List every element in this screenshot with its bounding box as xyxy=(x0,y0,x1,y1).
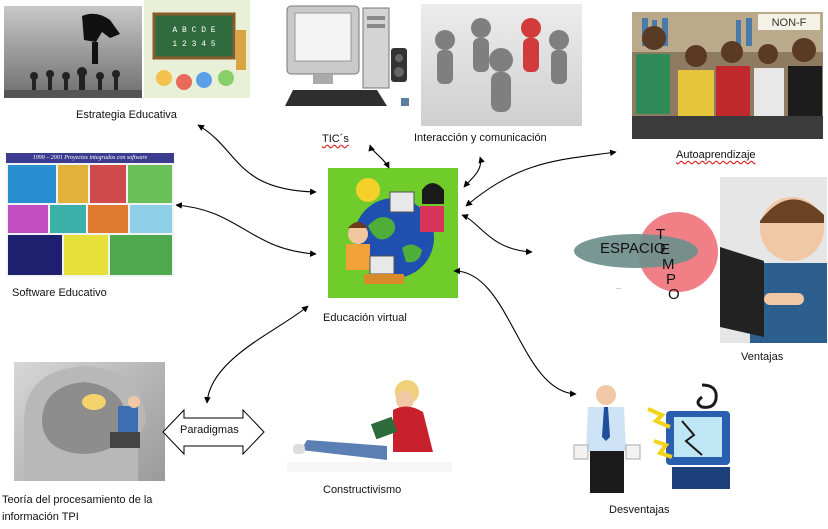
label-tics: TIC´s xyxy=(322,133,349,145)
label-estrategia-educativa: Estrategia Educativa xyxy=(76,109,177,121)
arrow-estrategia xyxy=(197,124,317,196)
label-interaccion-comunicacion: Interacción y comunicación xyxy=(414,132,547,144)
tiempo-vertical: T E M P O xyxy=(656,226,686,316)
label-paradigmas: Paradigmas xyxy=(180,424,239,436)
chess-pieces-icon xyxy=(4,13,142,98)
tiempo-letter-t: T xyxy=(656,226,666,243)
sign-text: NON-F xyxy=(772,17,807,29)
tiempo-letter-o: O xyxy=(668,286,680,303)
tiempo-letter-e: E xyxy=(660,241,671,258)
label-desventajas: Desventajas xyxy=(609,504,670,516)
software-banner: 1999 – 2001 Proyectos integrados con sof… xyxy=(6,153,174,163)
paradigmas-double-arrow xyxy=(162,408,265,456)
label-constructivismo: Constructivismo xyxy=(323,484,402,496)
espacio-tiempo-graphic: — ESPACIO T E M P O xyxy=(570,200,724,316)
library-kids-image: NON-F xyxy=(632,12,823,139)
label-teoria-tpi-line1: Teoría del procesamiento de la xyxy=(2,494,153,506)
girl-reading-book-icon xyxy=(287,380,452,472)
globe-computers-icon xyxy=(346,178,444,284)
label-autoaprendizaje: Autoaprendizaje xyxy=(676,149,756,161)
desventajas-image xyxy=(562,381,743,495)
tiempo-letter-m: M xyxy=(662,256,675,273)
label-software-educativo: Software Educativo xyxy=(12,287,107,299)
girl-reading-image xyxy=(287,376,452,472)
human-head-icon xyxy=(24,366,146,481)
arrow-autoaprendizaje xyxy=(465,149,617,207)
arrow-desventajas xyxy=(453,267,577,398)
virtual-education-image xyxy=(328,168,458,298)
empty-pockets-broken-computer-icon xyxy=(573,383,730,493)
svg-text:—: — xyxy=(615,286,622,292)
label-teoria-tpi-line2: información TPI xyxy=(2,511,79,523)
arrow-software xyxy=(175,202,317,257)
label-ventajas: Ventajas xyxy=(741,351,784,363)
software-collage-image: 1999 – 2001 Proyectos integrados con sof… xyxy=(6,153,174,277)
chalkboard-text-1: A B C D E xyxy=(172,26,215,35)
chalkboard-text-2: 1 2 3 4 5 xyxy=(172,40,215,49)
children-tablets-icon: NON-F xyxy=(632,12,823,139)
head-tpi-image xyxy=(14,362,165,481)
boy-computer-icon xyxy=(720,197,827,343)
label-educacion-virtual: Educación virtual xyxy=(323,312,407,324)
computer-image xyxy=(283,4,411,110)
chess-image xyxy=(4,6,142,98)
espacio-text: ESPACIO xyxy=(600,240,666,257)
arrow-paradigmas xyxy=(204,305,309,404)
figures-image xyxy=(421,4,582,126)
arrow-espacio xyxy=(461,214,533,256)
boy-laptop-image xyxy=(720,177,827,343)
espacio-tiempo-shapes: — xyxy=(574,212,718,292)
people-figures-icon xyxy=(435,18,569,112)
tiempo-letter-p: P xyxy=(666,271,677,288)
software-tiles-icon xyxy=(8,165,172,275)
arrow-tics xyxy=(368,144,390,169)
classroom-image: A B C D E 1 2 3 4 5 xyxy=(144,0,250,98)
chalkboard-icon: A B C D E 1 2 3 4 5 xyxy=(152,12,246,90)
arrow-interaccion xyxy=(463,156,485,188)
desktop-computer-icon xyxy=(285,5,409,106)
